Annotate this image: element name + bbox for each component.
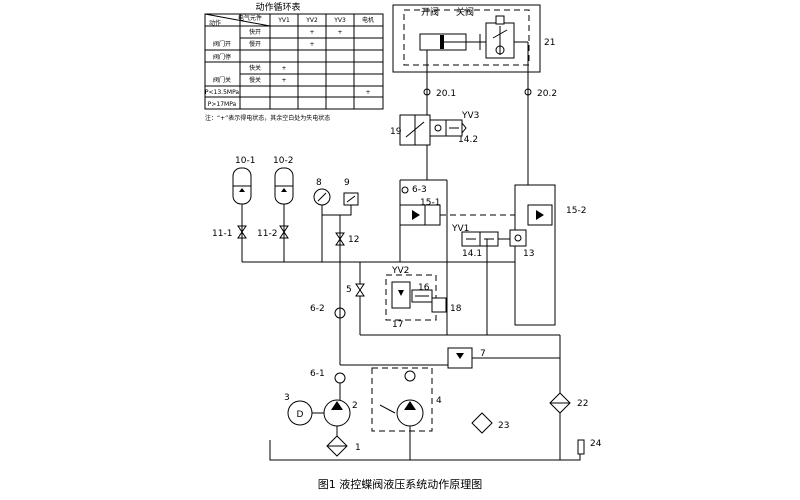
label-2: 2 [352,401,358,411]
label-16: 16 [418,283,430,293]
open-valve-label: 开阀 [421,7,439,18]
table-note: 注：“+”表示得电状态，其余空白处为失电状态 [205,114,330,122]
yv2-valve-group: YV2 16 17 18 [385,266,462,330]
label-17: 17 [392,320,403,330]
label-yv2: YV2 [391,266,409,276]
label-21: 21 [544,38,555,48]
table-title: 动作循环表 [255,1,300,13]
label-13: 13 [523,249,534,259]
mark: + [309,29,314,36]
header-yv2: YV2 [305,17,318,24]
label-15-2: 15-2 [566,206,586,216]
label-15-1: 15-1 [420,198,440,208]
action-cycle-table: 动作循环表 电气元件 动作 YV1 YV2 YV3 电机 阀门开 阀门停 阀门关… [204,1,384,122]
ball-valve-12 [335,232,345,246]
row-group-stop: 阀门停 [213,53,231,61]
mark: + [309,41,314,48]
label-19: 19 [390,127,402,137]
row-group-open: 阀门开 [213,40,231,48]
label-9: 9 [344,178,350,188]
label-yv3: YV3 [461,111,479,121]
row-action-fast-open: 快开 [249,28,261,36]
label-6-2: 6-2 [310,304,325,314]
speed-control-valve-group: 19 YV3 14.2 [390,111,479,146]
label-6-1: 6-1 [310,369,325,379]
solenoid-valve-yv3-left [429,119,447,137]
motor-symbol: D [297,410,304,420]
check-valve-6-3 [401,186,409,194]
header-motor: 电机 [362,16,374,24]
row-action-slow-open: 慢开 [249,40,261,48]
row-pressure-high: P>17MPa [208,101,237,108]
label-1: 1 [355,443,361,453]
air-filter-23 [471,412,493,434]
quick-coupling-20-1 [423,88,431,96]
label-7: 7 [480,349,486,359]
ball-valve-11-2 [279,225,289,239]
label-yv1: YV1 [451,224,469,234]
figure-caption: 图1 液控蝶阀液压系统动作原理图 [318,477,483,491]
row-pressure-low: P<13.5MPa [205,89,240,96]
ball-valve-11-1 [237,225,247,239]
label-5: 5 [346,285,352,295]
ball-valve-5 [355,283,365,297]
header-diagonal [204,13,271,27]
check-valve-6-2 [334,307,346,319]
row-group-close: 阀门关 [213,76,231,84]
hand-pump-frame [371,367,433,432]
label-23: 23 [498,421,509,431]
valve-18 [431,297,447,313]
label-14-2: 14.2 [458,135,478,145]
close-valve-label: 关阀 [456,6,474,18]
accumulator-10-2: 10-2 [273,156,294,262]
motor-pump-unit: 3 D 2 1 [284,393,361,457]
check-valve-6-1 [334,372,346,384]
label-22: 22 [577,399,588,409]
label-11-1: 11-1 [212,229,232,239]
oil-tank [269,440,581,461]
label-8: 8 [316,178,322,188]
label-20-1: 20.1 [436,89,456,99]
header-yv3: YV3 [333,17,346,24]
label-20-2: 20.2 [537,89,557,99]
row-action-fast-close: 快关 [249,64,261,72]
label-3: 3 [284,393,290,403]
mark: + [337,29,342,36]
header-action: 动作 [209,19,221,27]
logic-valve-15-2-block [514,184,556,326]
accumulator-10-1: 10-1 [232,156,255,262]
check-valve-13 [509,229,527,247]
label-18: 18 [450,304,462,314]
mark: + [281,65,286,72]
label-6-3: 6-3 [412,185,427,195]
header-yv1: YV1 [277,17,290,24]
level-gauge-24 [577,439,585,455]
label-10-1: 10-1 [235,156,255,166]
butterfly-valve-actuator: 开阀 关阀 21 [392,4,555,73]
label-12: 12 [348,235,359,245]
header-electric: 电气元件 [238,14,262,22]
label-10-2: 10-2 [273,156,293,166]
label-14-1: 14.1 [462,249,482,259]
label-11-2: 11-2 [257,229,277,239]
hand-pump-unit: 4 [371,367,442,460]
label-4: 4 [436,396,442,406]
row-action-slow-close: 慢关 [249,76,261,84]
mark: + [281,77,286,84]
label-24: 24 [590,439,602,449]
quick-coupling-20-2 [524,88,532,96]
mark: + [365,89,370,96]
